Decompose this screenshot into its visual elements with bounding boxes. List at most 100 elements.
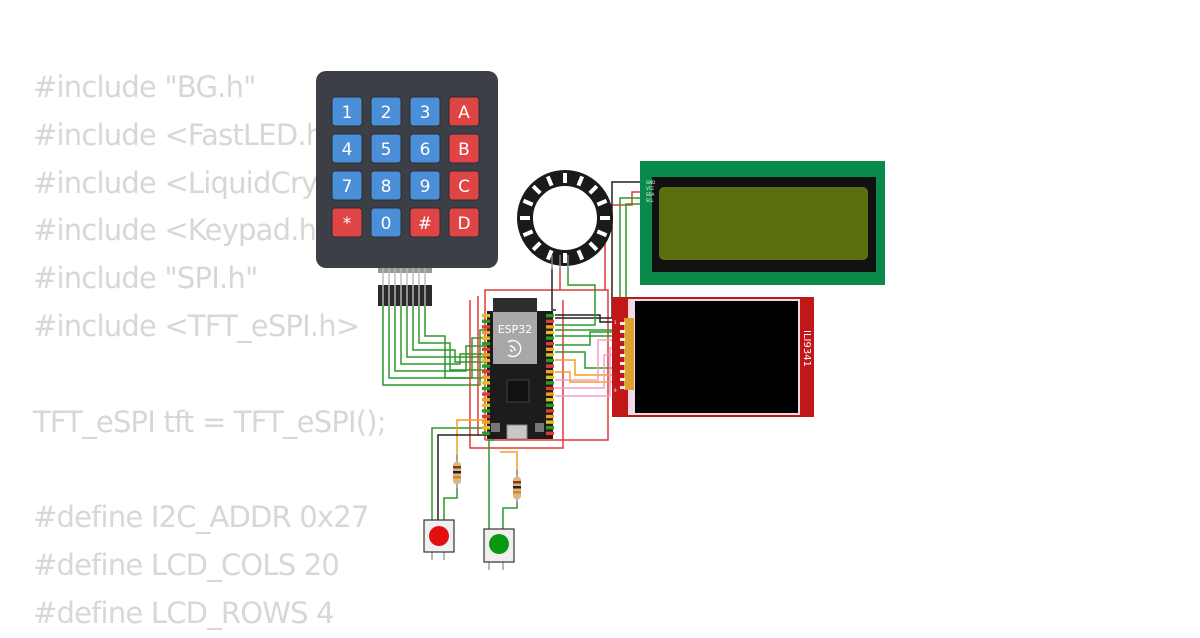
boot-button[interactable] <box>491 423 500 432</box>
wire-keypad-8[interactable] <box>424 306 490 379</box>
keypad-key-#[interactable]: # <box>409 207 441 238</box>
wire-btn-red-1[interactable] <box>431 427 490 520</box>
wire-keypad-6[interactable] <box>412 306 490 363</box>
wire-tft-1[interactable] <box>555 331 618 346</box>
wire-keypad-2[interactable] <box>388 306 490 379</box>
esp32-pin[interactable] <box>482 409 490 413</box>
esp32-pin[interactable] <box>546 330 554 335</box>
keypad-key-4[interactable]: 4 <box>331 133 363 164</box>
esp32-pin[interactable] <box>482 403 490 407</box>
esp32-pin[interactable] <box>546 319 554 323</box>
keypad-key-C[interactable]: C <box>448 170 480 201</box>
esp32-pin[interactable] <box>482 364 490 368</box>
wire-btn-green-3[interactable] <box>500 451 518 474</box>
keypad-key-7[interactable]: 7 <box>331 170 363 201</box>
wire-tft-2[interactable] <box>555 351 618 369</box>
tft-pin[interactable] <box>620 362 625 365</box>
push-button-red[interactable] <box>423 519 455 560</box>
esp32-pin[interactable] <box>482 342 490 346</box>
esp32-pin[interactable] <box>482 386 490 391</box>
esp32-pin[interactable] <box>482 381 490 385</box>
esp32-pin[interactable] <box>482 426 490 430</box>
esp32-pin[interactable] <box>482 330 490 335</box>
resistor-1[interactable] <box>453 455 461 492</box>
wire-tft-pink-2[interactable] <box>555 354 618 389</box>
button-cap-red[interactable] <box>429 526 449 546</box>
wire-btn-green-1[interactable] <box>488 439 495 530</box>
esp32-pin[interactable] <box>546 336 554 340</box>
wire-keypad-7[interactable] <box>418 306 490 371</box>
wire-tft-pink-1[interactable] <box>555 339 618 381</box>
esp32-pin[interactable] <box>546 370 554 374</box>
wire-power-1[interactable] <box>484 289 609 441</box>
wire-keypad-5[interactable] <box>406 306 490 358</box>
tft-pin[interactable] <box>620 330 625 333</box>
tft-pin[interactable] <box>620 354 625 357</box>
esp32-pin[interactable] <box>546 403 554 407</box>
tft-pin[interactable] <box>620 370 625 373</box>
esp32-pin[interactable] <box>482 431 490 435</box>
wire-gnd-tft[interactable] <box>555 314 618 323</box>
wire-gnd-lcd[interactable] <box>555 181 645 319</box>
esp32-pin[interactable] <box>546 364 554 368</box>
esp32-pin[interactable] <box>546 375 554 379</box>
wire-tft-orange-1[interactable] <box>555 359 618 376</box>
esp32-pin[interactable] <box>482 420 490 424</box>
wire-lcd-sda[interactable] <box>555 197 645 331</box>
button-cap-green[interactable] <box>489 534 509 554</box>
esp32-pin[interactable] <box>546 409 554 413</box>
tft-pin[interactable] <box>620 322 625 325</box>
keypad-key-9[interactable]: 9 <box>409 170 441 201</box>
lcd-module[interactable]: GND VCC SDA SCL <box>640 161 885 285</box>
esp32-pin[interactable] <box>546 392 554 396</box>
keypad-key-*[interactable]: * <box>331 207 363 238</box>
wire-ring-data[interactable] <box>555 268 596 326</box>
esp32-pin[interactable] <box>482 319 490 323</box>
esp32-pin[interactable] <box>546 342 554 346</box>
keypad-key-6[interactable]: 6 <box>409 133 441 164</box>
wire-keypad-3[interactable] <box>394 306 490 372</box>
wire-power-2[interactable] <box>469 300 564 449</box>
wire-btn-green-2[interactable] <box>502 502 518 530</box>
resistor-2[interactable] <box>513 470 521 506</box>
keypad-key-8[interactable]: 8 <box>370 170 402 201</box>
esp32-pin[interactable] <box>546 398 554 402</box>
keypad-key-3[interactable]: 3 <box>409 96 441 127</box>
esp32-pin[interactable] <box>546 426 554 430</box>
tft-pin[interactable] <box>620 338 625 341</box>
reset-button[interactable] <box>535 423 544 432</box>
esp32-pin[interactable] <box>482 370 490 374</box>
wire-gnd-ring[interactable] <box>551 268 556 311</box>
esp32-pin[interactable] <box>546 431 554 435</box>
wire-btn-red-3[interactable] <box>456 419 490 460</box>
esp32-pin[interactable] <box>546 414 554 419</box>
esp32-pin[interactable] <box>546 386 554 391</box>
esp32-pin[interactable] <box>546 381 554 385</box>
esp32-pin[interactable] <box>546 314 554 318</box>
esp32-pin[interactable] <box>482 336 490 340</box>
push-button-green[interactable] <box>483 528 515 570</box>
tft-display[interactable]: 1 9 ILI9341 <box>612 297 814 417</box>
tft-pin[interactable] <box>620 346 625 349</box>
esp32-pin[interactable] <box>546 347 554 351</box>
keypad-key-A[interactable]: A <box>448 96 480 127</box>
esp32-pin[interactable] <box>482 398 490 402</box>
esp32-pin[interactable] <box>546 353 554 357</box>
wire-keypad-1[interactable] <box>382 306 490 386</box>
esp32-pin[interactable] <box>482 314 490 318</box>
esp32-pin[interactable] <box>482 375 490 379</box>
esp32-pin[interactable] <box>546 358 554 363</box>
keypad-key-2[interactable]: 2 <box>370 96 402 127</box>
neopixel-ring[interactable] <box>517 170 613 270</box>
wire-btn-red-2[interactable] <box>443 488 458 520</box>
esp32-pin[interactable] <box>482 392 490 396</box>
wire-btn-red-gnd[interactable] <box>437 434 492 520</box>
esp32-pin[interactable] <box>482 358 490 363</box>
tft-pin[interactable] <box>620 386 625 389</box>
keypad-key-D[interactable]: D <box>448 207 480 238</box>
keypad-key-B[interactable]: B <box>448 133 480 164</box>
esp32-pin[interactable] <box>482 347 490 351</box>
esp32-pin[interactable] <box>546 420 554 424</box>
esp32-pin[interactable] <box>482 353 490 357</box>
esp32-pin[interactable] <box>482 325 490 329</box>
